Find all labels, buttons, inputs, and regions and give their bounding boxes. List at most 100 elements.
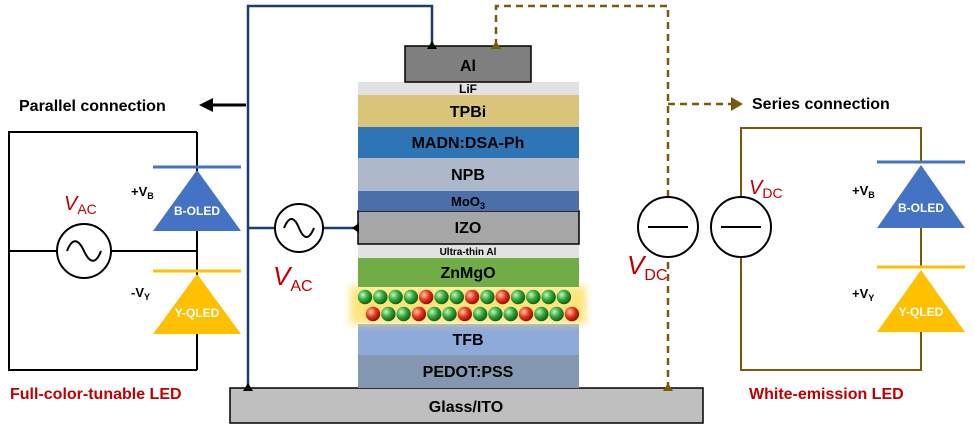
quantum-dot [403, 289, 419, 305]
minus-vy-left-sub: Y [144, 292, 150, 302]
izo-label: IZO [455, 220, 482, 237]
quantum-dot [381, 306, 396, 322]
plus-vy-right-label: +VY [852, 286, 874, 303]
quantum-dot [495, 289, 510, 305]
znmgo-layer [358, 258, 579, 287]
quantum-dot [534, 306, 549, 322]
b-oled-left-diode-icon [153, 165, 241, 231]
quantum-dot [419, 289, 434, 305]
quantum-dot [449, 289, 464, 305]
lif-layer [358, 82, 579, 95]
plus-vb-right-base: +V [852, 183, 869, 198]
pedot-layer [358, 355, 579, 388]
vdc-right-v: V [749, 177, 764, 199]
quantum-dot [518, 306, 534, 322]
quantum-dot [388, 289, 403, 305]
quantum-dot [396, 306, 411, 322]
vac-left-sub: AC [77, 201, 96, 217]
quantum-dots [357, 289, 580, 322]
lif-label: LiF [459, 82, 477, 96]
series-circuit [740, 127, 922, 371]
ac-wire-left [246, 4, 434, 388]
b-oled-right-label: B-OLED [898, 201, 944, 215]
y-qled-right-label: Y-QLED [899, 305, 944, 319]
tfb-layer [358, 324, 579, 355]
pedot-label: PEDOT:PSS [423, 364, 514, 381]
quantum-dot [373, 289, 388, 305]
plus-vy-right-sub: Y [868, 293, 874, 303]
glass-ito-layer [229, 387, 704, 424]
al-label: Al [460, 58, 476, 75]
ac-terminal-izo [352, 223, 359, 233]
full-color-led-label: Full-color-tunable LED [10, 386, 182, 403]
vac-left-v: V [64, 193, 79, 215]
ultrathin-al-label: Ultra-thin Al [440, 247, 497, 258]
parallel-arrow-icon [199, 98, 246, 112]
quantum-dot [472, 306, 488, 322]
al-layer [404, 45, 532, 83]
quantum-dot [526, 289, 541, 305]
moo3-layer [358, 191, 579, 211]
b-oled-right-diode-icon [877, 160, 965, 228]
quantum-dot [427, 306, 442, 322]
quantum-dot [556, 289, 572, 305]
y-qled-left-label: Y-QLED [175, 306, 220, 320]
quantum-dot [488, 306, 503, 322]
parallel-connection-label: Parallel connection [19, 98, 166, 115]
glass-ito-label: Glass/ITO [429, 399, 503, 416]
plus-vy-right-base: +V [852, 286, 869, 301]
quantum-dot [480, 289, 495, 305]
tfb-label: TFB [452, 332, 483, 349]
quantum-dot [411, 306, 427, 322]
quantum-dot [357, 289, 373, 305]
madn-label: MADN:DSA-Ph [412, 135, 525, 152]
quantum-dot [541, 289, 556, 305]
ac-terminal-ito [243, 383, 253, 391]
dc-terminal-al [491, 41, 501, 49]
vdc-center-label: VDC [627, 250, 667, 284]
series-arrow-head [731, 97, 743, 111]
vac-center-v: V [273, 261, 293, 291]
madn-layer [358, 127, 579, 158]
plus-vb-left-sub: B [147, 191, 154, 201]
vdc-center-sub: DC [644, 267, 667, 284]
quantum-dot [549, 306, 564, 322]
quantum-dot [464, 289, 480, 305]
npb-label: NPB [451, 167, 485, 184]
moo3-subscript: 3 [480, 201, 485, 211]
plus-vb-left-label: +VB [131, 184, 154, 201]
quantum-dot [564, 306, 580, 322]
moo3-base: MoO [451, 194, 480, 209]
y-qled-right-diode-icon [877, 265, 965, 332]
ac-terminal-al [427, 41, 437, 49]
vac-center-label: VAC [273, 261, 313, 295]
series-dc-source-icon [710, 196, 772, 258]
white-emission-led-label: White-emission LED [749, 386, 904, 403]
tpbi-label: TPBi [450, 104, 486, 121]
minus-vy-left-base: -V [131, 285, 144, 300]
minus-vy-left-label: -VY [131, 285, 150, 302]
plus-vb-right-sub: B [868, 190, 875, 200]
ultrathin-al-layer [358, 244, 579, 258]
vdc-right-sub: DC [762, 185, 782, 201]
dc-terminal-ito [663, 383, 673, 391]
moo3-label: MoO3 [451, 194, 485, 211]
quantum-dot [442, 306, 457, 322]
znmgo-label: ZnMgO [440, 265, 495, 282]
npb-layer [358, 158, 579, 191]
quantum-dot [434, 289, 449, 305]
plus-vb-right-label: +VB [852, 183, 875, 200]
vac-center-sub: AC [290, 278, 312, 295]
quantum-dot [510, 289, 526, 305]
parallel-ac-source-icon [56, 223, 112, 279]
vdc-center-v: V [627, 250, 647, 280]
vac-left-label: VAC [64, 193, 97, 217]
dc-source-icon [637, 196, 699, 258]
vdc-right-label: VDC [749, 177, 783, 201]
y-qled-left-diode-icon [153, 269, 241, 334]
ac-source-icon [274, 203, 324, 253]
quantum-dot [503, 306, 518, 322]
layer-stack: Al LiF TPBi MADN:DSA-Ph NPB MoO3 IZO Ult… [229, 45, 704, 424]
quantum-dot [365, 306, 381, 322]
